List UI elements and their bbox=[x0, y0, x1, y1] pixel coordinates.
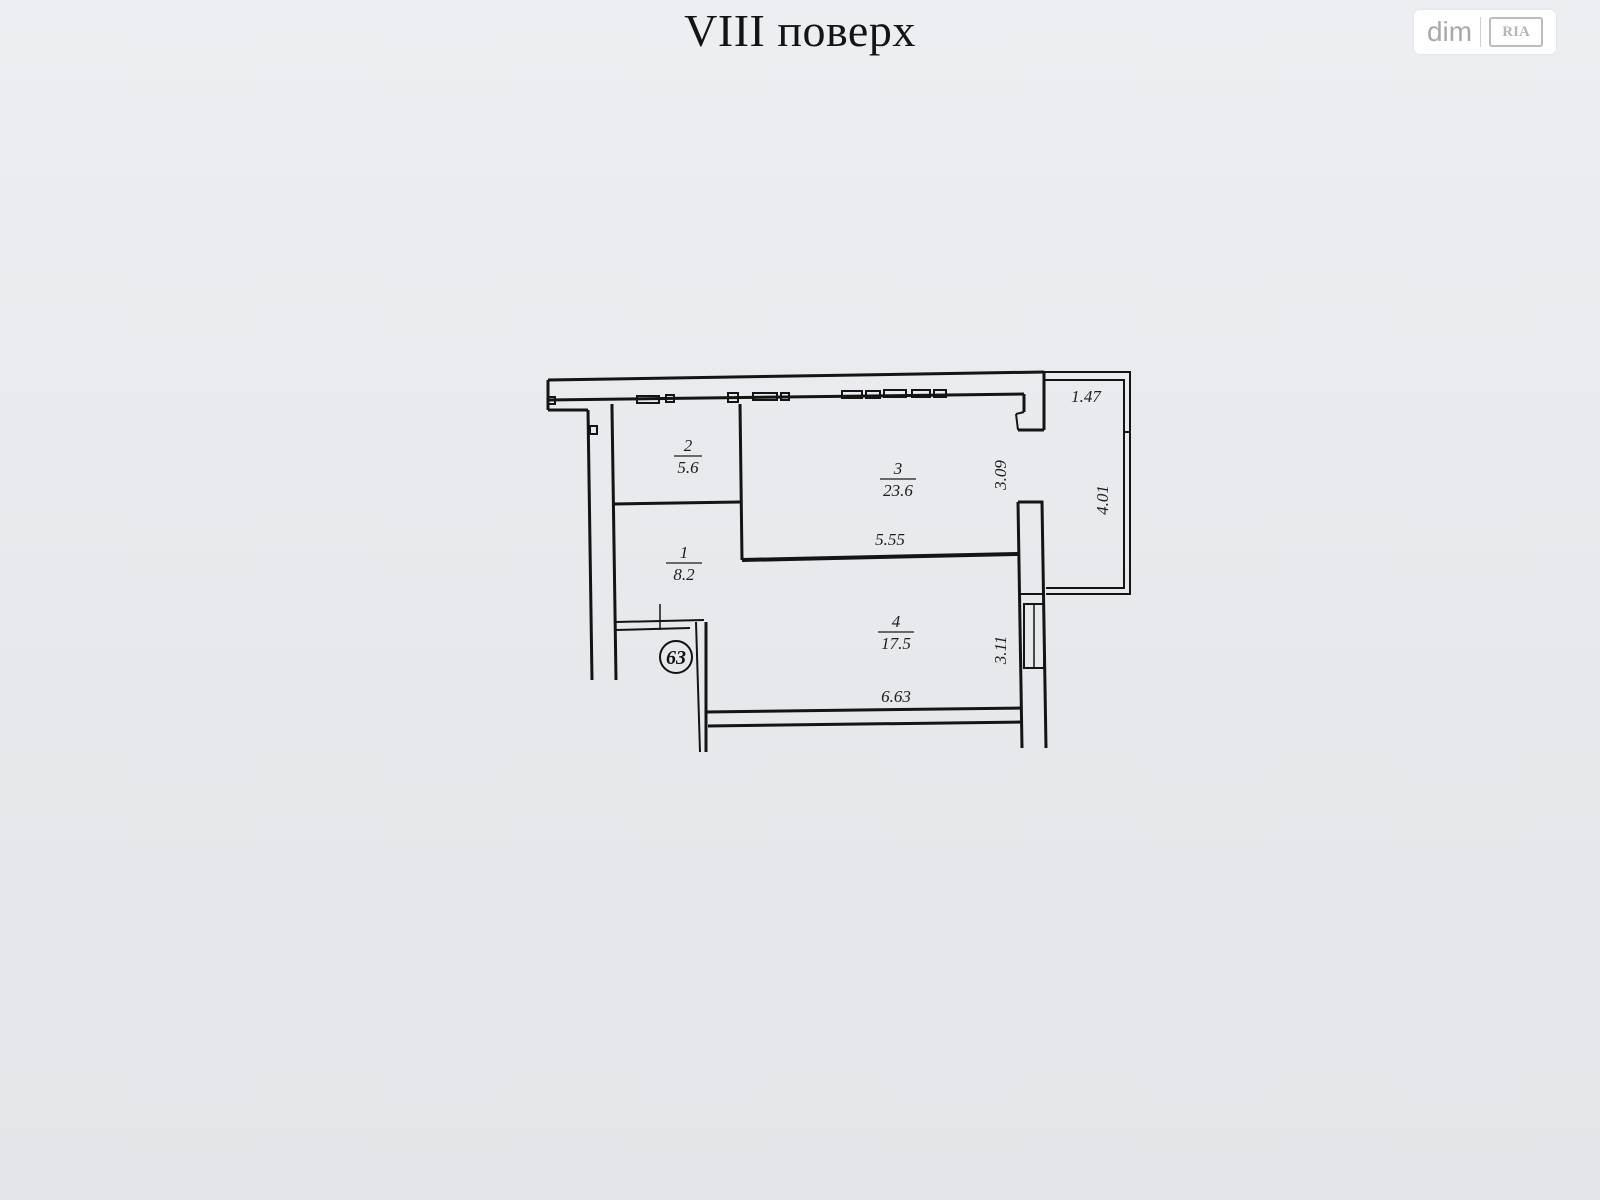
balcony-length-dimension: 4.01 bbox=[1093, 485, 1112, 515]
apartment-number: 63 bbox=[666, 647, 686, 669]
exterior-walls bbox=[546, 370, 1048, 753]
room-4-depth-dimension: 3.11 bbox=[991, 636, 1010, 666]
room-3: 3 23.6 bbox=[880, 459, 916, 500]
room-2-area: 5.6 bbox=[677, 458, 699, 477]
floor-title: VIII поверх bbox=[684, 5, 916, 56]
room-1-area: 8.2 bbox=[673, 565, 695, 584]
room-4-number: 4 bbox=[892, 612, 901, 631]
room-3-area: 23.6 bbox=[883, 481, 913, 500]
room-4-width-dimension: 6.63 bbox=[881, 687, 911, 706]
room-1: 1 8.2 bbox=[666, 543, 702, 584]
room-2: 2 5.6 bbox=[674, 436, 702, 477]
room-4: 4 17.5 bbox=[878, 612, 914, 653]
watermark-divider bbox=[1480, 17, 1482, 47]
room-4-area: 17.5 bbox=[881, 634, 911, 653]
interior-walls bbox=[613, 403, 1019, 631]
room-3-width-dimension: 5.55 bbox=[875, 530, 905, 549]
watermark-text: dim bbox=[1426, 16, 1473, 47]
apartment-number-marker: 63 bbox=[659, 640, 693, 674]
balcony-width-dimension: 1.47 bbox=[1071, 387, 1102, 406]
balcony bbox=[1044, 371, 1131, 595]
top-wall-windows bbox=[636, 389, 947, 404]
watermark-badge: RIA bbox=[1489, 17, 1544, 47]
room-1-number: 1 bbox=[680, 543, 689, 562]
room-3-depth-dimension: 3.09 bbox=[991, 460, 1010, 491]
room-2-number: 2 bbox=[684, 436, 693, 455]
room-3-number: 3 bbox=[893, 459, 903, 478]
watermark-logo: dim RIA bbox=[1414, 10, 1556, 54]
